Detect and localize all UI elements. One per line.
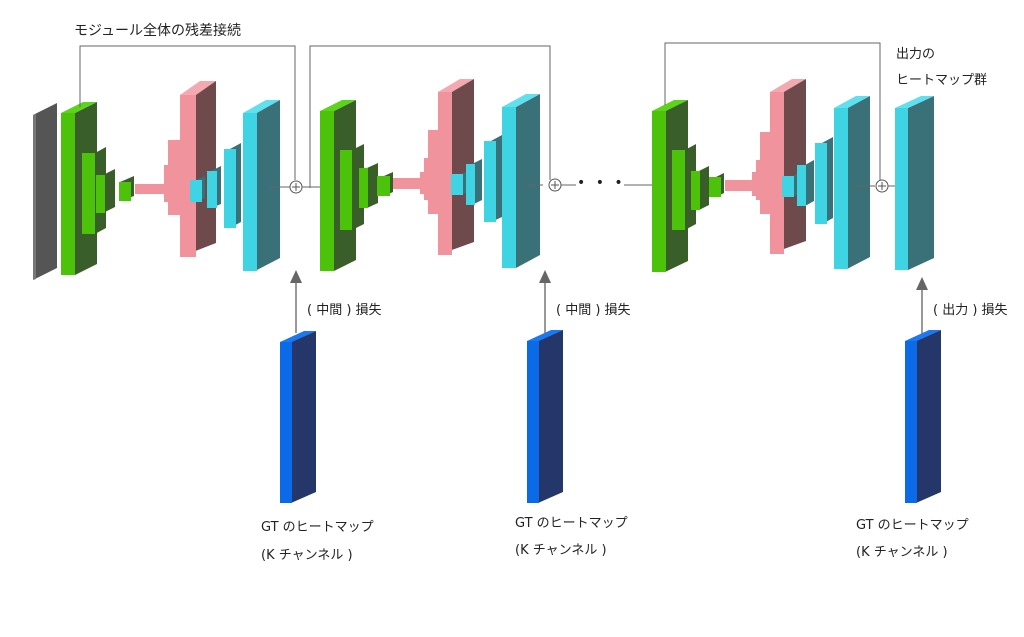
gt-heatmap-label-3-line1: GT のヒートマップ — [856, 518, 969, 533]
residual-line-2 — [309, 45, 551, 188]
intermediate-loss-label-2: ( 中間 ) 損失 — [556, 303, 631, 318]
intermediate-loss-label-1: ( 中間 ) 損失 — [307, 303, 382, 318]
hourglass-module-2 — [320, 79, 540, 271]
loss-arrows — [290, 270, 928, 340]
sum-node-1 — [289, 180, 303, 194]
residual-line-1 — [79, 45, 296, 180]
output-heatmaps-label-line2: ヒートマップ群 — [896, 73, 988, 88]
residual-connections — [79, 42, 895, 188]
gt-heatmap-label-2-line2: (K チャンネル ) — [515, 543, 607, 558]
gt-heatmap-slab-2 — [527, 330, 563, 503]
sum-node-3 — [875, 179, 889, 193]
module-residual-label: モジュール全体の残差接続 — [74, 23, 242, 39]
output-heatmaps-label-line1: 出力の — [896, 47, 936, 62]
ellipsis-more-modules: • • • — [577, 175, 626, 191]
residual-line-3 — [664, 42, 881, 180]
input-image-slab — [33, 103, 57, 280]
sum-node-2 — [548, 178, 562, 192]
hourglass-module-last — [652, 79, 870, 272]
gt-heatmap-label-2-line1: GT のヒートマップ — [515, 516, 628, 531]
gt-heatmap-label-1-line2: (K チャンネル ) — [261, 548, 353, 563]
output-loss-label: ( 出力 ) 損失 — [933, 303, 1008, 318]
output-heatmaps-slab — [895, 96, 934, 270]
gt-heatmap-label-1-line1: GT のヒートマップ — [261, 520, 374, 535]
hourglass-module-1 — [61, 81, 280, 275]
gt-heatmap-slab-1 — [280, 331, 316, 503]
gt-heatmap-label-3-line2: (K チャンネル ) — [856, 545, 948, 560]
gt-heatmap-slab-3 — [905, 330, 941, 503]
